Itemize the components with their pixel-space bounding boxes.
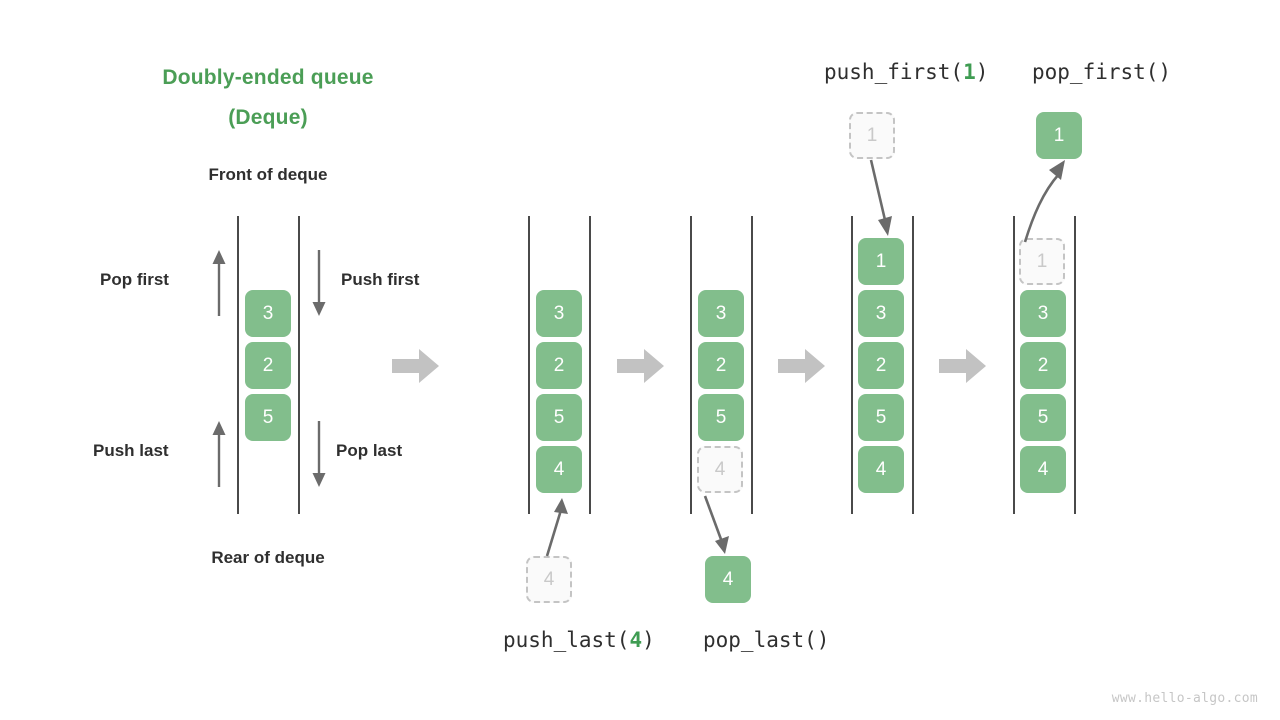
deque-rail-right-col5: [1074, 216, 1076, 514]
caption-push-last-close: ): [642, 628, 655, 652]
caption-push-first-arg: 1: [963, 60, 976, 84]
deque-rail-right-col1: [298, 216, 300, 514]
deque-cell: 3: [536, 290, 582, 337]
caption-push-last-name: push_last(: [503, 628, 630, 652]
pop-first-label: Pop first: [100, 270, 169, 289]
caption-pop-first-name: pop_first(): [1032, 60, 1172, 84]
deque-cell-ghost: 4: [697, 446, 743, 493]
deque-cell: 2: [858, 342, 904, 389]
front-of-deque-label: Front of deque: [208, 165, 328, 184]
pop-last-motion-arrow-icon: [703, 495, 729, 554]
deque-cell: 5: [1020, 394, 1066, 441]
caption-pop-last: pop_last(): [703, 628, 829, 652]
pop-first-arrow-icon: [212, 250, 226, 316]
deque-rail-left-col4: [851, 216, 853, 514]
deque-cell: 2: [698, 342, 744, 389]
deque-rail-right-col4: [912, 216, 914, 514]
deque-cell: 5: [858, 394, 904, 441]
deque-cell: 3: [698, 290, 744, 337]
push-last-label: Push last: [93, 441, 169, 460]
deque-cell: 5: [245, 394, 291, 441]
transition-arrow-icon: [392, 349, 439, 383]
deque-cell: 1: [858, 238, 904, 285]
deque-rail-left-col3: [690, 216, 692, 514]
deque-cell: 4: [1020, 446, 1066, 493]
deque-cell: 2: [536, 342, 582, 389]
pop-last-label: Pop last: [336, 441, 403, 460]
outgoing-element: 4: [705, 556, 751, 603]
pop-first-motion-arrow-icon: [1023, 160, 1065, 243]
outgoing-element: 1: [1036, 112, 1082, 159]
deque-cell-ghost: 1: [1019, 238, 1065, 285]
caption-push-first-close: ): [975, 60, 989, 84]
incoming-element-ghost: 1: [849, 112, 895, 159]
deque-rail-left-col2: [528, 216, 530, 514]
caption-push-first-name: push_first(: [824, 60, 964, 84]
deque-rail-left-col5: [1013, 216, 1015, 514]
rear-of-deque-label: Rear of deque: [211, 548, 325, 567]
deque-cell: 5: [698, 394, 744, 441]
deque-cell: 2: [1020, 342, 1066, 389]
deque-cell: 3: [858, 290, 904, 337]
incoming-element-ghost: 4: [526, 556, 572, 603]
title-line-1: Doubly-ended queue: [162, 66, 374, 89]
transition-arrow-icon: [778, 349, 825, 383]
deque-rail-right-col3: [751, 216, 753, 514]
deque-cell: 3: [1020, 290, 1066, 337]
deque-rail-left-col1: [237, 216, 239, 514]
caption-pop-last-name: pop_last(): [703, 628, 830, 652]
deque-cell: 5: [536, 394, 582, 441]
deque-cell: 2: [245, 342, 291, 389]
push-last-motion-arrow-icon: [545, 498, 568, 557]
page-title: Doubly-ended queue (Deque): [118, 58, 418, 138]
pop-last-arrow-icon: [312, 421, 326, 487]
transition-arrow-icon: [617, 349, 664, 383]
caption-pop-first: pop_first(): [1032, 60, 1171, 84]
caption-push-first: push_first(1): [824, 60, 988, 84]
transition-arrow-icon: [939, 349, 986, 383]
push-first-motion-arrow-icon: [869, 159, 892, 236]
deque-cell: 4: [858, 446, 904, 493]
push-first-arrow-icon: [312, 250, 326, 316]
watermark: www.hello-algo.com: [1111, 691, 1258, 706]
push-first-label: Push first: [341, 270, 420, 289]
deque-rail-right-col2: [589, 216, 591, 514]
deque-cell: 4: [536, 446, 582, 493]
caption-push-last: push_last(4): [503, 628, 655, 652]
title-line-2: (Deque): [228, 106, 308, 129]
deque-cell: 3: [245, 290, 291, 337]
caption-push-last-arg: 4: [629, 628, 643, 652]
push-last-arrow-icon: [212, 421, 226, 487]
